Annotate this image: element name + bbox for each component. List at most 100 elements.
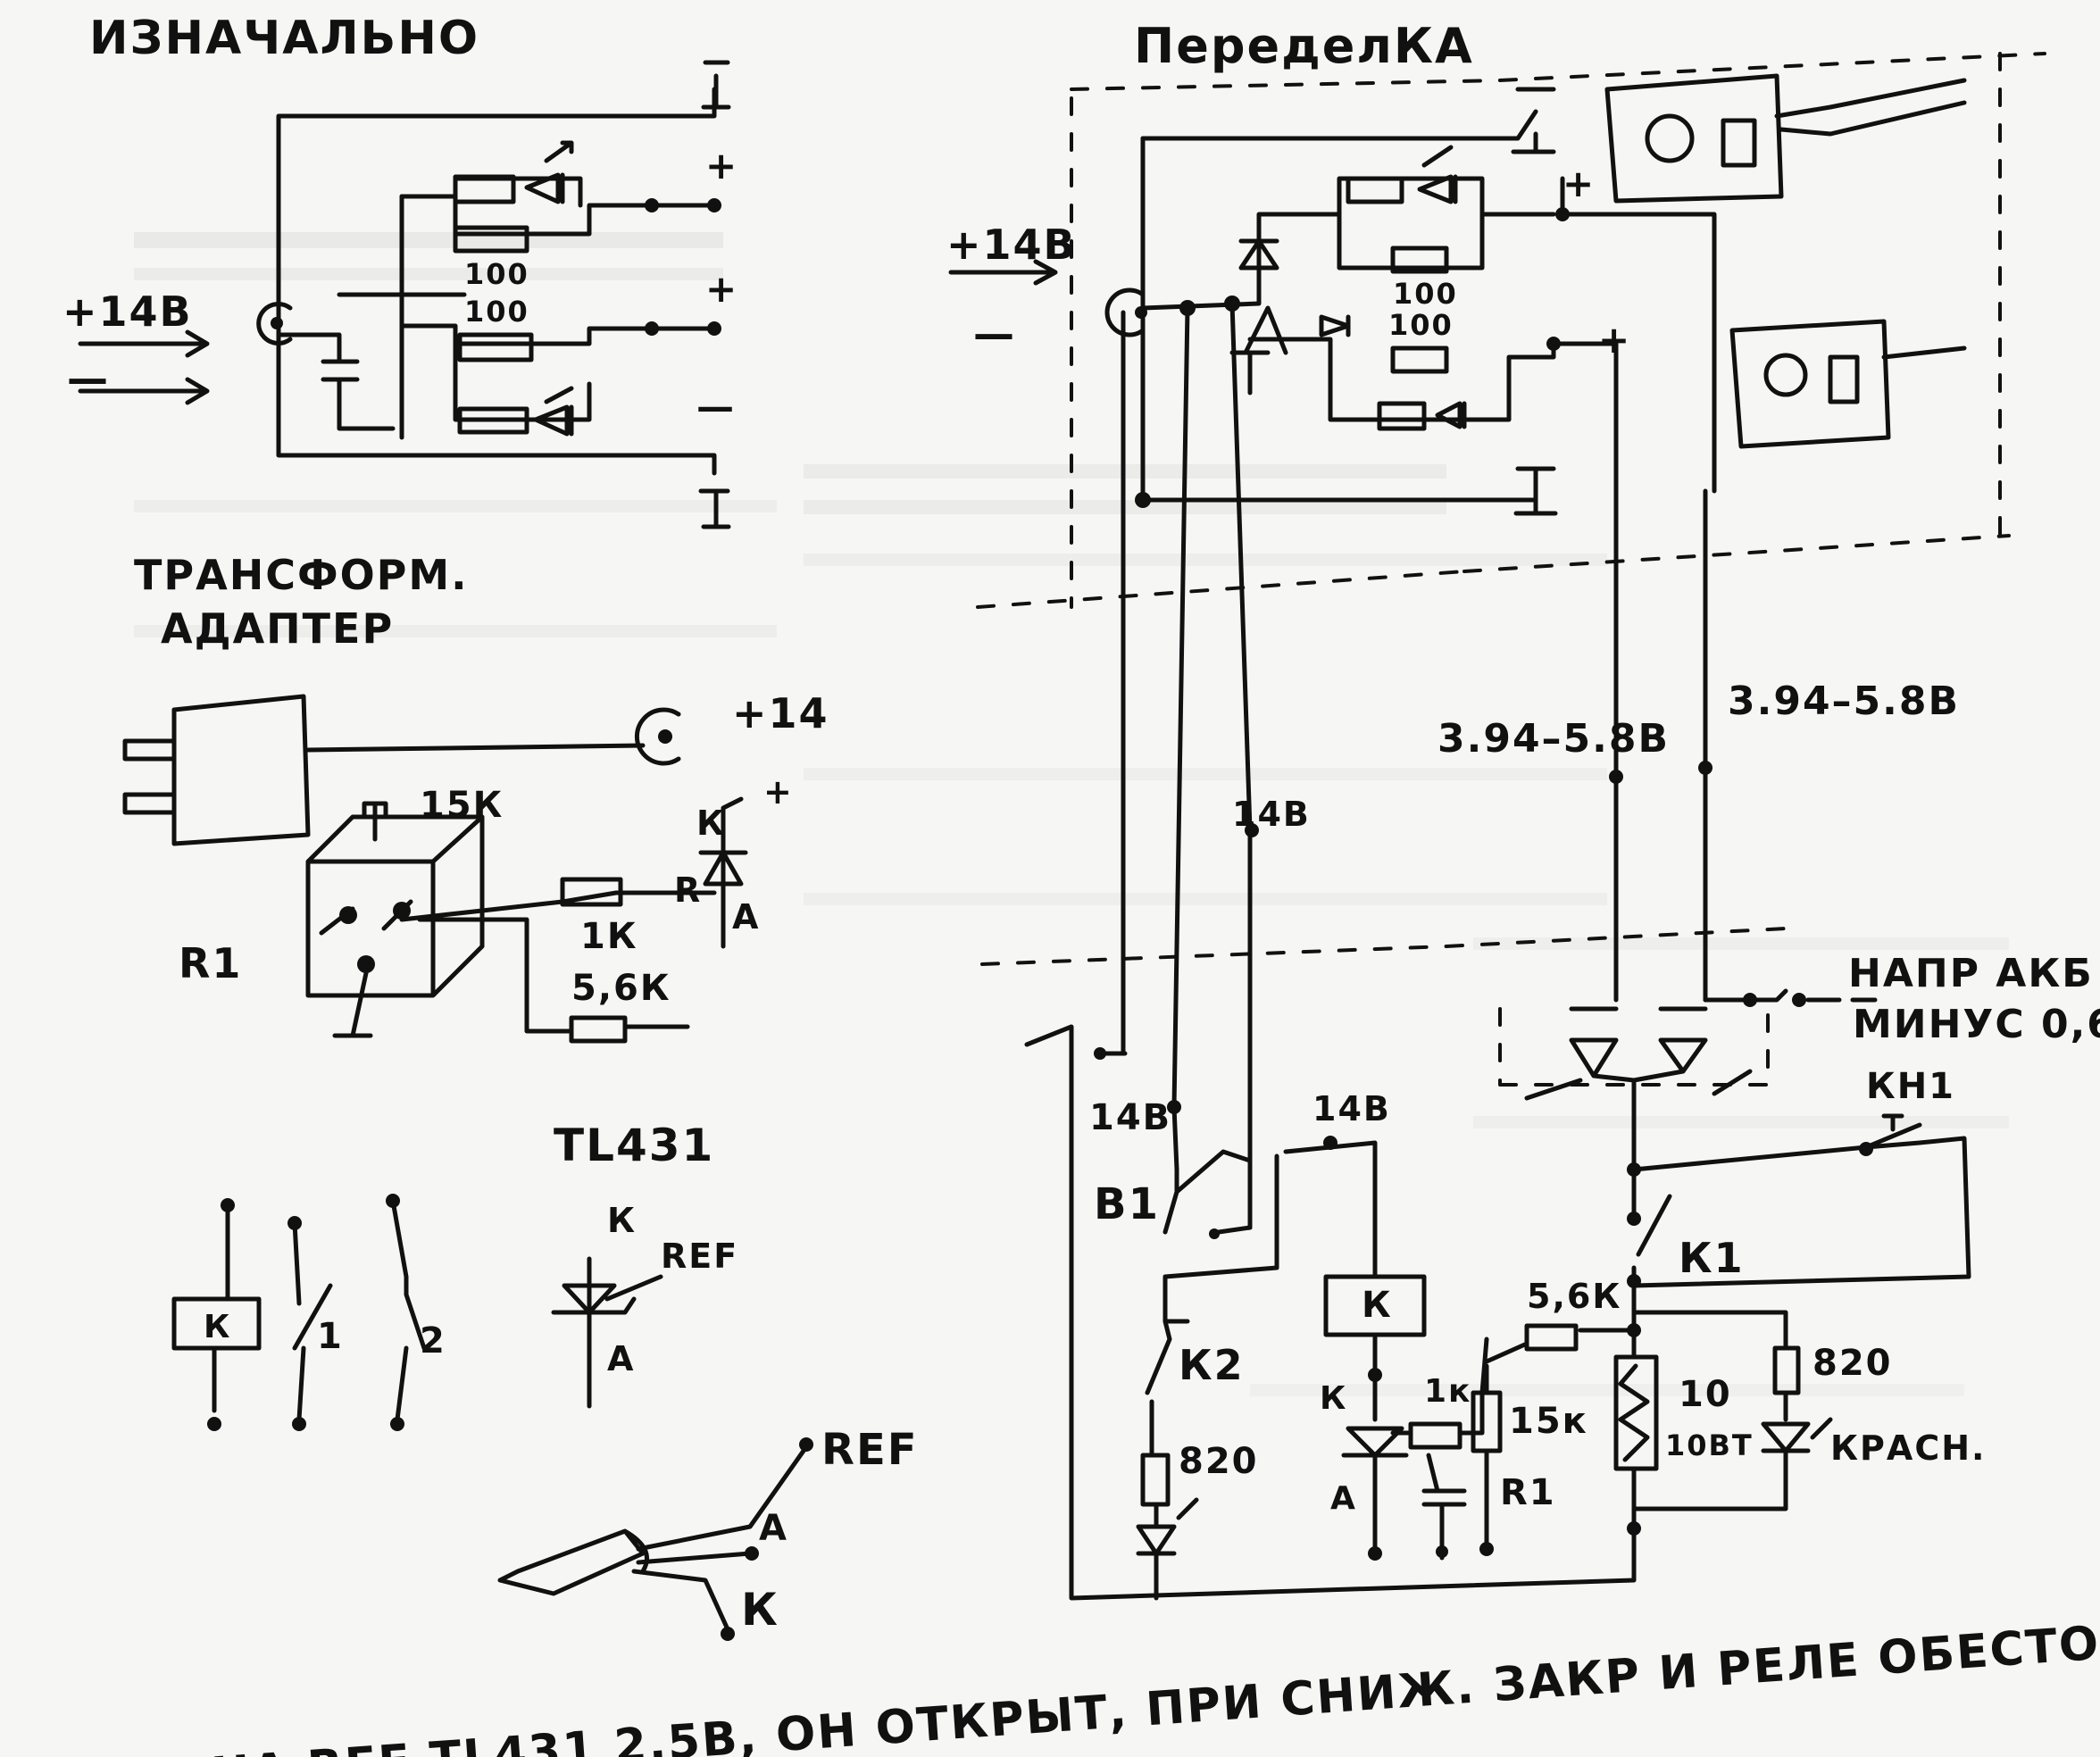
- modified-label-14v-relay: 14В: [1312, 1089, 1391, 1128]
- footer-note-text: ПОКА НА REF TL431 2.5В, ОН ОТКРЫТ, ПРИ С…: [33, 1596, 2100, 1757]
- modified-voltage-left: 3.94–5.8В: [1438, 716, 1670, 762]
- modified-wire-a: [1097, 310, 1128, 1056]
- modified-input-plus: +14В: [946, 221, 1077, 269]
- modified-contact-k1: К1: [1679, 1234, 1745, 1282]
- legend-tl-k: К: [607, 1201, 637, 1240]
- modified-red-led-branch: [1631, 1310, 1833, 1511]
- modified-kn1-button-icon: [1863, 1113, 1922, 1150]
- original-out-plus-2: +: [705, 267, 738, 311]
- modified-resistor-820-left: [1140, 1453, 1171, 1507]
- adapter-label-a: А: [732, 897, 760, 937]
- modified-resistor-label-1: 100: [1393, 277, 1458, 311]
- modified-label-14v-b1: 14В: [1089, 1097, 1171, 1138]
- modified-res-1k: 1к: [1424, 1373, 1471, 1410]
- original-input-arrow-plus: [78, 329, 210, 358]
- modified-battery-note-2: МИНУС 0,6В: [1853, 1002, 2100, 1047]
- legend-section: TL431 К 1 2 К REF А REF А К: [171, 1120, 919, 1641]
- device-1-screen-icon: [1721, 118, 1757, 168]
- modified-title: ПеределКА: [1134, 18, 1474, 74]
- modified-diode-junction: [1591, 1069, 1686, 1172]
- original-circuit: ИЗНАЧАЛЬНО +14В — 100 + 100 + —: [62, 12, 738, 529]
- original-capacitor-icon: [276, 332, 396, 431]
- modified-switch-b1: В1: [1094, 1179, 1160, 1229]
- modified-resistor-10-ohm: [1613, 1354, 1659, 1471]
- modified-resistor-5-6k: [1524, 1323, 1579, 1352]
- original-led-2-icon: [533, 386, 574, 437]
- modified-res-5-6k: 5,6К: [1527, 1277, 1621, 1316]
- modified-resistor-2a: [1390, 346, 1449, 374]
- modified-out-plus-1: +: [1562, 162, 1596, 205]
- charger-enclosure-outline: [976, 52, 2046, 609]
- adapter-resistor-wires: [399, 890, 717, 1034]
- modified-jack-icon: [1104, 287, 1146, 337]
- modified-wire-b: [1171, 305, 1190, 1172]
- modified-input-minus: —: [973, 310, 1016, 358]
- modified-res-820-left: 820: [1179, 1441, 1259, 1482]
- original-resistor-1b: [453, 225, 529, 254]
- adapter-plug-icon: [122, 694, 311, 846]
- modified-input-arrow: [948, 259, 1058, 286]
- original-input-plus: +14В: [62, 287, 193, 336]
- legend-tl431-title: TL431: [554, 1120, 714, 1171]
- modified-capacitor-icon: [1421, 1453, 1467, 1547]
- modified-resistor-2b: [1377, 401, 1427, 431]
- modified-resistor-10-coil: [1618, 1328, 1650, 1511]
- modified-kn1-loop: [1631, 1136, 1971, 1288]
- original-resistor-2a: [457, 332, 534, 362]
- modified-k1-contact-icon: [1631, 1167, 1672, 1315]
- modified-branch-2-diode-icon: [1319, 314, 1351, 337]
- modified-battery-note-1: НАПР АКБ: [1848, 951, 2094, 996]
- original-resistor-2b: [457, 406, 529, 435]
- legend-relay-k: К: [204, 1309, 231, 1345]
- original-resistor-label-1: 100: [464, 257, 529, 291]
- adapter-section: ТРАНСФОРМ. АДАПТЕР +14 15К R1 1К 5,6К R …: [122, 551, 828, 1044]
- modified-led-2-icon: [1435, 401, 1467, 429]
- legend-tl-ref: REF: [661, 1237, 738, 1276]
- modified-b1-wires: [1162, 1140, 1378, 1324]
- original-bottom-wire: [276, 321, 717, 476]
- device-2-speaker-icon: [1763, 353, 1808, 397]
- adapter-zener-icon: [698, 796, 748, 949]
- legend-contact-1-label: 1: [317, 1316, 344, 1357]
- original-minus-terminal-bottom: [698, 488, 731, 529]
- original-resistor-label-2: 100: [464, 295, 529, 329]
- original-input-minus: —: [67, 354, 110, 403]
- modified-contact-k2: К2: [1179, 1341, 1245, 1389]
- modified-res-10vt: 10ВТ: [1665, 1428, 1754, 1462]
- modified-circuit: ПеределКА +14В — + 100 100: [946, 18, 2100, 1601]
- original-minus-terminal-top: [701, 60, 731, 110]
- modified-voltage-wires: [1613, 488, 1708, 1003]
- modified-led-left-icon: [1136, 1497, 1199, 1601]
- modified-resistor-1b: [1390, 246, 1449, 274]
- adapter-label-plus: +: [763, 772, 794, 812]
- device-1-speaker-icon: [1645, 113, 1695, 163]
- original-out-minus: —: [696, 385, 736, 429]
- pot-shaft-icon: [362, 801, 388, 842]
- modified-diode-arrows: [1524, 988, 1788, 1101]
- modified-button-kn1: КН1: [1866, 1066, 1955, 1107]
- adapter-label-r: R: [674, 870, 702, 910]
- lower-enclosure-outline: [980, 927, 1788, 966]
- adapter-title-line2: АДАПТЕР: [161, 604, 394, 653]
- legend-tl-a: А: [607, 1339, 635, 1378]
- adapter-title-line1: ТРАНСФОРМ.: [134, 551, 469, 599]
- modified-input-connection: [1140, 212, 1342, 311]
- modified-b1-switch-icon: [1162, 1149, 1253, 1235]
- device-2-screen-icon: [1828, 354, 1860, 404]
- modified-input-diode-icon: [1238, 238, 1279, 271]
- legend-pkg-ref: REF: [821, 1425, 919, 1475]
- modified-res-10: 10: [1679, 1374, 1732, 1415]
- legend-tl431-symbol-icon: [551, 1256, 663, 1409]
- original-title: ИЗНАЧАЛЬНО: [89, 12, 479, 65]
- original-out-plus-1: +: [705, 144, 738, 187]
- modified-k2-contact-icon: [1145, 1319, 1172, 1458]
- adapter-resistor-5-6k: [569, 1015, 628, 1044]
- adapter-label-k: К: [696, 804, 726, 843]
- legend-tl431-pins: [631, 1448, 806, 1632]
- adapter-resistor-1k: [560, 877, 623, 907]
- modified-5-6k-wires: [1484, 1328, 1637, 1364]
- original-resistor-1a: [453, 174, 516, 204]
- modified-tl-k: К: [1320, 1380, 1347, 1417]
- legend-tl431-package-icon: [497, 1528, 649, 1596]
- modified-resistor-label-2: 100: [1388, 308, 1454, 342]
